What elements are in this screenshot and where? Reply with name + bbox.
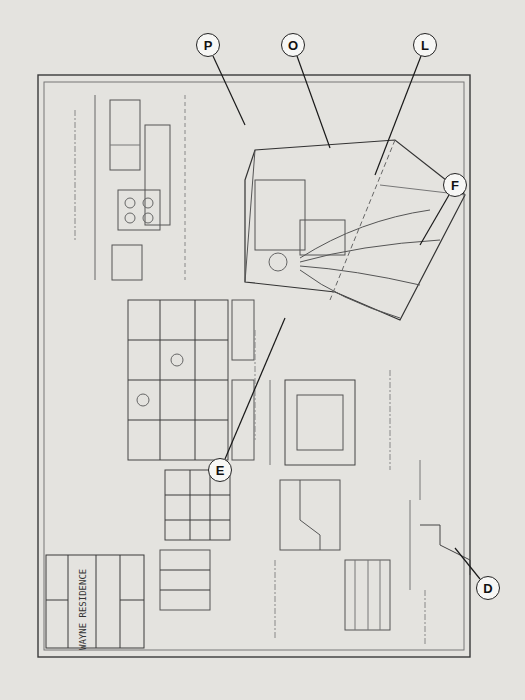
drawing-stroke [165,495,230,496]
leader-line [297,56,330,148]
drawing-stroke [38,75,470,657]
drawing-stroke [165,520,230,521]
callout-letter: L [421,39,429,52]
drawing-stroke [232,380,254,460]
drawing-stroke [245,140,465,320]
drawing-stroke [46,600,68,601]
drawing-stroke [297,395,343,450]
drawing-stroke [110,145,140,146]
drawing-stroke [255,330,256,440]
callout-circle: O [281,33,305,57]
drawing-stroke [285,380,355,465]
callout-circle: D [476,576,500,600]
drawing-stroke [120,600,144,601]
drawing-stroke [420,460,421,500]
drawing-stroke [255,180,305,250]
title-block-text: WAYNE RESIDENCE [78,569,88,650]
drawing-stroke [125,213,135,223]
drawing-stroke [232,300,254,360]
drawing-stroke [38,75,470,657]
drawing-stroke [330,140,395,300]
drawing-stroke [128,300,228,460]
drawing-stroke [143,198,153,208]
drawing-stroke [425,590,426,645]
callout-letter: O [288,39,298,52]
drawing-stroke [68,555,69,648]
drawing-stroke [190,470,191,540]
drawing-stroke [46,555,144,648]
drawing-stroke [270,380,271,465]
drawing-stroke [171,354,183,366]
callout-circle: E [208,458,232,482]
drawing-stroke [128,340,228,341]
drawing-stroke [112,245,142,280]
drawing-stroke [160,590,210,591]
drawing-stroke [128,420,228,421]
callout-letter: D [483,582,492,595]
leader-line [455,548,480,579]
drawing-stroke [213,56,480,579]
drawing-stroke [160,300,161,460]
drawing-stroke [143,213,153,223]
leader-line [225,318,285,459]
drawing-stroke [110,100,140,170]
drawing-stroke [345,560,390,630]
drawing-stroke [355,560,356,630]
drawing-stroke [44,82,464,650]
drawing-stroke [120,555,121,648]
drawing-stroke [95,95,96,280]
drawing-stroke [300,270,400,318]
drawing-stroke [145,125,170,225]
drawing-stroke [96,555,97,648]
drawing-stroke [300,210,430,258]
callout-letter: E [216,464,225,477]
drawing-stroke [269,253,287,271]
drawing-stroke [185,95,186,280]
drawing-stroke [420,525,470,575]
drawing-stroke [125,198,135,208]
drawing-stroke [128,380,228,381]
drawing-stroke [380,560,381,630]
drawing-stroke [410,500,411,590]
drawing-stroke [75,110,76,240]
drawing-stroke [280,480,340,550]
drawing-stroke [195,300,196,460]
callout-circle: P [196,33,220,57]
callout-circle: F [443,173,467,197]
leader-line [420,195,449,245]
drawing-stroke [300,240,440,262]
leader-line [375,56,421,175]
drawing-stroke [160,550,210,610]
drawing-stroke [275,560,276,640]
drawing-stroke [245,150,255,282]
drawing-stroke [160,570,210,571]
drawing-stroke [368,560,369,630]
drawing-stroke [300,480,320,550]
drawing-stroke [137,394,149,406]
drawing-stroke [210,470,211,540]
drawing-stroke [118,190,160,230]
leader-line [213,56,245,125]
callout-circle: L [413,33,437,57]
callout-letter: F [451,179,459,192]
drawing-stroke [390,370,391,470]
callout-letter: P [204,39,213,52]
